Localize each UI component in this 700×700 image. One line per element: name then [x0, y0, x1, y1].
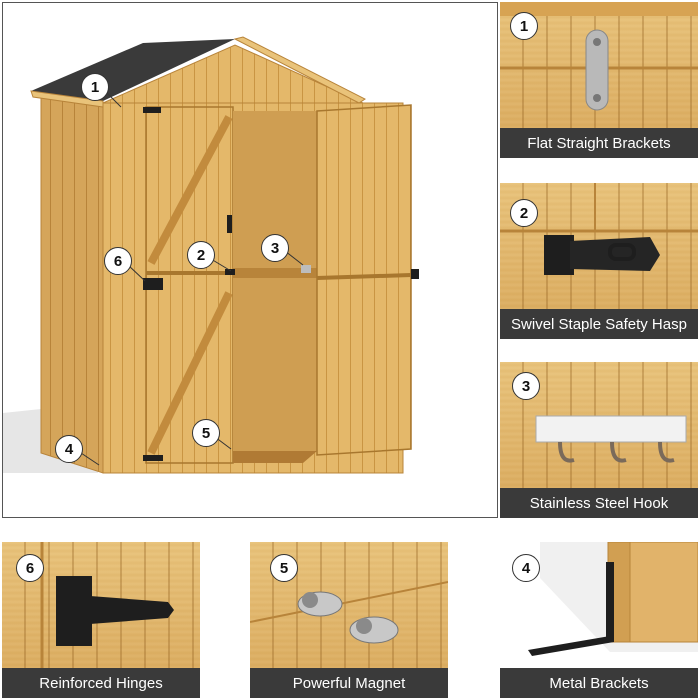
detail-panel-metal-brackets: 4 Metal Brackets [500, 542, 698, 698]
shed-illustration [3, 36, 419, 474]
detail-panel-powerful-magnet: 5 Powerful Magnet [250, 542, 448, 698]
detail-panel-reinforced-hinges: 6 Reinforced Hinges [2, 542, 200, 698]
panel-number-badge: 3 [512, 372, 540, 400]
flat-bracket-image [500, 2, 698, 111]
panel-caption: Powerful Magnet [250, 668, 448, 698]
panel-caption: Stainless Steel Hook [500, 488, 698, 518]
magnet-image [250, 581, 448, 644]
panel-number-badge: 1 [510, 12, 538, 40]
detail-panel-safety-hasp: 2 Swivel Staple Safety Hasp [500, 183, 698, 339]
shed-gable [102, 44, 364, 104]
main-shed-view: 1 2 3 4 5 6 [2, 2, 498, 518]
metal-bracket-image [528, 542, 698, 656]
panel-caption: Reinforced Hinges [2, 668, 200, 698]
callout-badge-3: 3 [261, 234, 289, 262]
callout-badge-2: 2 [187, 241, 215, 269]
callout-badge-6: 6 [104, 247, 132, 275]
callout-badge-5: 5 [192, 419, 220, 447]
steel-hook-image [535, 415, 687, 463]
panel-number-badge: 5 [270, 554, 298, 582]
right-door [316, 104, 412, 456]
panel-number-badge: 6 [16, 554, 44, 582]
panel-caption: Metal Brackets [500, 668, 698, 698]
panel-caption: Swivel Staple Safety Hasp [500, 309, 698, 339]
hinge-image [40, 542, 174, 668]
callout-badge-4: 4 [55, 435, 83, 463]
panel-caption: Flat Straight Brackets [500, 128, 698, 158]
shed-side-wall [40, 92, 104, 474]
detail-panel-steel-hook: 3 Stainless Steel Hook [500, 362, 698, 518]
panel-number-badge: 4 [512, 554, 540, 582]
detail-panel-flat-straight-brackets: 1 Flat Straight Brackets [500, 2, 698, 158]
shed-interior [233, 111, 317, 451]
callout-badge-1: 1 [81, 73, 109, 101]
safety-hasp-image [500, 183, 698, 275]
panel-number-badge: 2 [510, 199, 538, 227]
